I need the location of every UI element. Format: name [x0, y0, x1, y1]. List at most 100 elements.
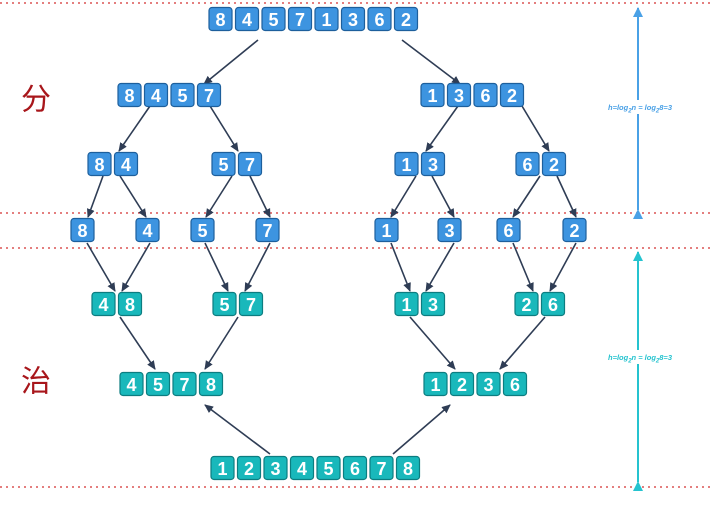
- number-cell: [449, 371, 475, 397]
- number-cell: [196, 82, 222, 108]
- number-cell-label: 3: [270, 459, 280, 479]
- number-cell: [234, 6, 260, 32]
- number-cell: [394, 291, 419, 317]
- number-cell: [236, 455, 262, 481]
- number-cell-label: 2: [457, 375, 467, 395]
- flow-arrow: [244, 242, 271, 292]
- flow-arrow: [409, 316, 456, 370]
- flow-arrow: [390, 242, 411, 292]
- number-cell: [170, 82, 195, 108]
- flow-arrow: [203, 39, 259, 85]
- number-cell-label: 5: [197, 221, 207, 241]
- number-cell-label: 8: [94, 155, 104, 175]
- number-cell: [369, 455, 394, 481]
- flow-arrow: [425, 242, 455, 292]
- divide-level-3-group-6: 6: [496, 217, 521, 243]
- number-cell: [289, 455, 315, 481]
- number-cell-label: 8: [403, 459, 413, 479]
- number-cell-label: 8: [206, 375, 216, 395]
- number-cell: [113, 151, 139, 177]
- number-cell-label: 1: [427, 86, 437, 106]
- number-cell: [394, 151, 419, 177]
- number-cell: [135, 217, 160, 243]
- number-cell-label: 3: [428, 155, 438, 175]
- number-cell: [210, 455, 235, 481]
- flow-arrow: [392, 404, 451, 455]
- number-cell-label: 6: [480, 86, 490, 106]
- flow-arrow: [204, 242, 229, 292]
- number-cell-label: 6: [503, 221, 513, 241]
- flow-arrow: [86, 175, 104, 218]
- flow-arrow: [119, 175, 147, 218]
- number-cell-label: 2: [521, 295, 531, 315]
- number-cell: [314, 6, 339, 32]
- number-cell-label: 8: [125, 295, 135, 315]
- conquer-label: 治: [21, 365, 51, 400]
- number-cell-label: 1: [401, 155, 411, 175]
- number-cell-label: 4: [126, 375, 136, 395]
- number-cell-label: 7: [204, 86, 214, 106]
- number-cell-label: 6: [350, 459, 360, 479]
- conquer-height-label-bg: [590, 350, 690, 364]
- divide-level-3-group-2: 5: [190, 217, 215, 243]
- divide-level-3-group-7: 2: [562, 217, 587, 243]
- number-cell: [211, 151, 236, 177]
- number-cell: [198, 371, 224, 397]
- number-cell: [237, 151, 263, 177]
- number-cell-label: 5: [153, 375, 163, 395]
- number-cell-label: 4: [151, 86, 161, 106]
- number-cell-label: 6: [510, 375, 520, 395]
- number-cell: [473, 82, 498, 108]
- number-cell-label: 5: [323, 459, 333, 479]
- number-cell-label: 7: [179, 375, 189, 395]
- flow-arrow: [425, 105, 459, 152]
- flow-arrow: [390, 175, 417, 218]
- flow-arrow: [205, 175, 233, 218]
- number-cell-label: 4: [242, 10, 252, 30]
- number-cell: [437, 217, 462, 243]
- number-cell: [367, 6, 392, 32]
- number-cell-label: 4: [297, 459, 307, 479]
- number-cell: [499, 82, 525, 108]
- number-cell: [540, 291, 566, 317]
- number-cell: [420, 151, 446, 177]
- number-cell-label: 1: [381, 221, 391, 241]
- number-cell-label: 1: [217, 459, 227, 479]
- number-cell: [145, 371, 171, 397]
- flow-arrow: [499, 316, 546, 370]
- number-cell-label: 1: [321, 10, 331, 30]
- number-cell: [316, 455, 341, 481]
- number-cell: [393, 6, 419, 32]
- number-cell: [446, 82, 472, 108]
- number-cell-label: 1: [401, 295, 411, 315]
- flow-arrow: [401, 39, 461, 85]
- number-cell: [515, 151, 540, 177]
- number-cell: [514, 291, 539, 317]
- flow-arrow: [549, 242, 577, 292]
- number-cell: [143, 82, 169, 108]
- flow-arrow: [521, 105, 550, 152]
- flow-arrow: [119, 316, 156, 370]
- number-cell: [208, 6, 233, 32]
- number-cell-label: 3: [454, 86, 464, 106]
- number-cell-label: 3: [444, 221, 454, 241]
- divide-height-label: h=log2n = log28=3: [608, 103, 673, 115]
- number-cell: [117, 291, 143, 317]
- number-cell: [541, 151, 567, 177]
- number-cell-label: 4: [98, 295, 108, 315]
- number-cell-label: 4: [121, 155, 131, 175]
- number-cell-label: 7: [245, 155, 255, 175]
- number-cell: [562, 217, 587, 243]
- number-cell: [420, 291, 446, 317]
- number-cell: [496, 217, 521, 243]
- number-cell: [476, 371, 501, 397]
